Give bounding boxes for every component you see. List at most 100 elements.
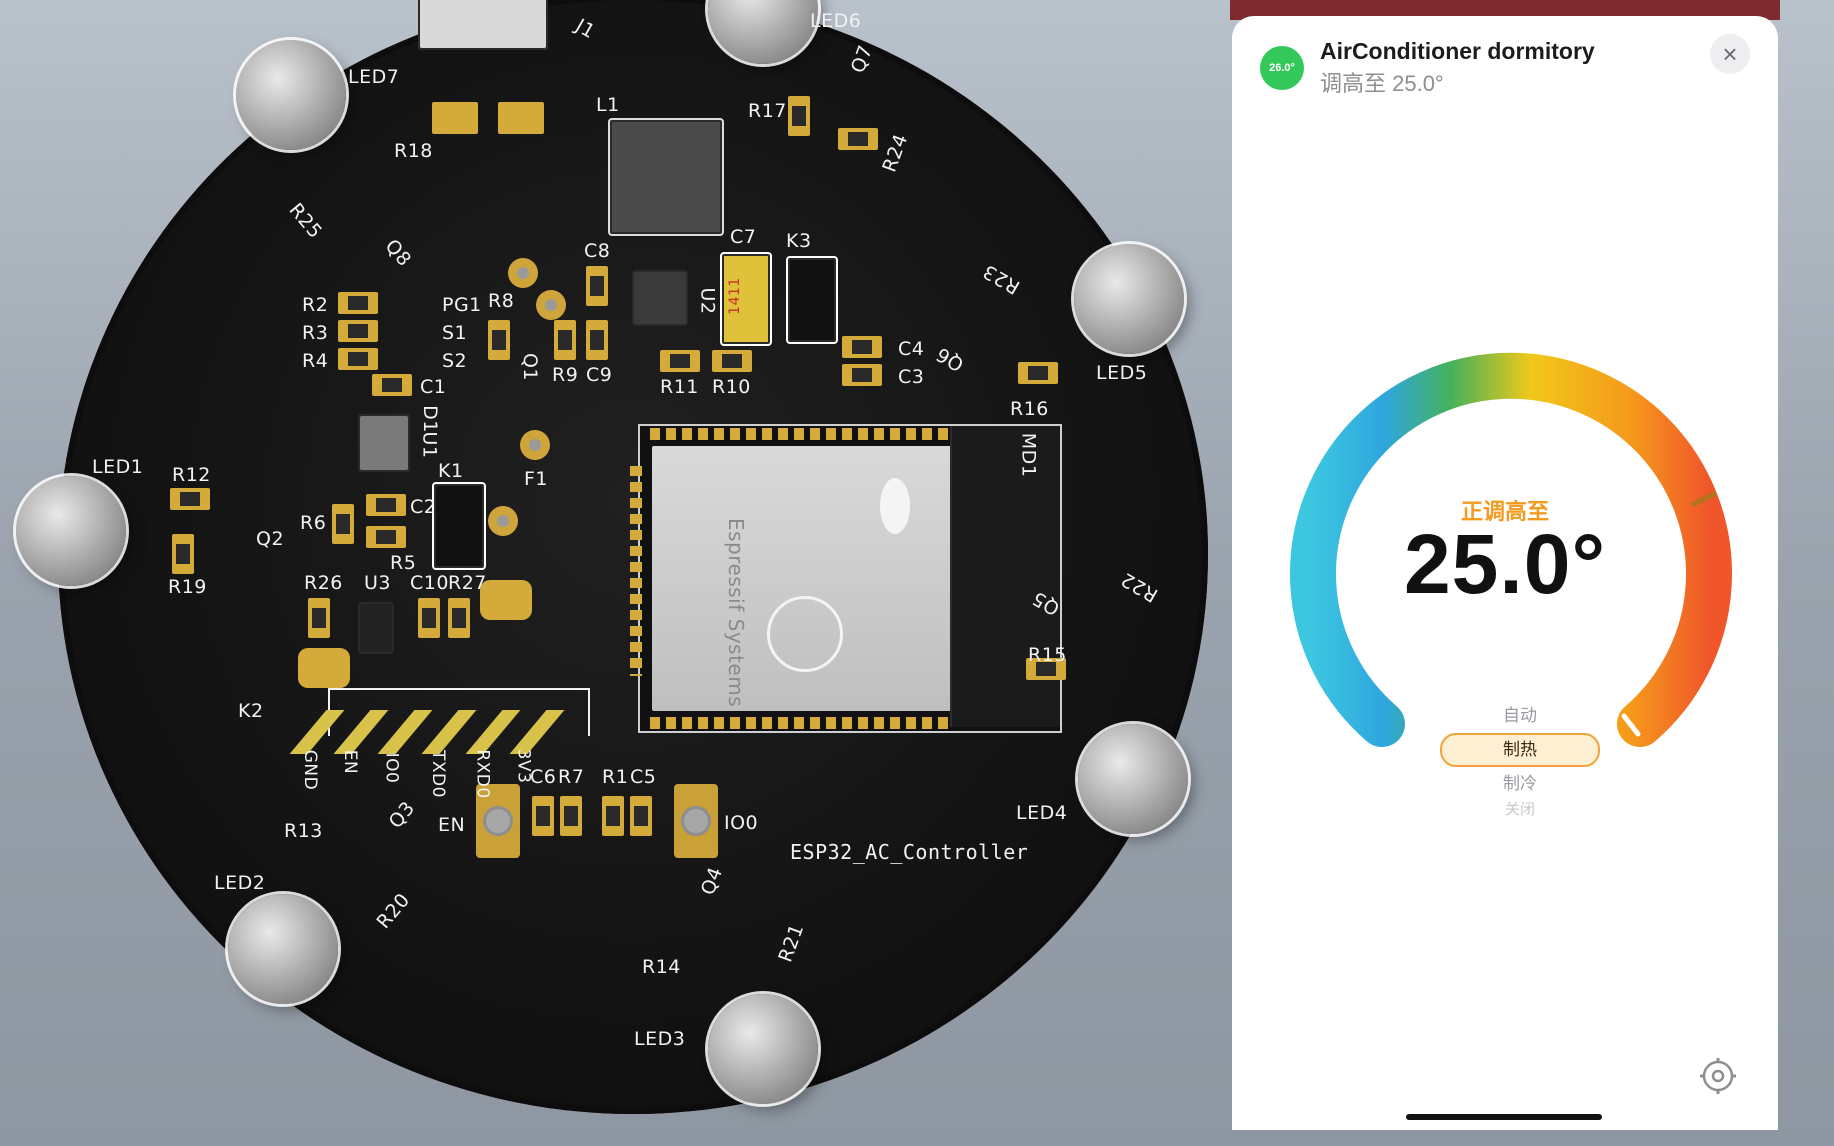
led-2 — [228, 894, 338, 1004]
mode-heat[interactable]: 制热 — [1440, 733, 1600, 767]
resistor — [712, 350, 752, 372]
label-led2: LED2 — [214, 872, 266, 894]
capacitor — [630, 796, 652, 836]
dial-marker — [1691, 491, 1717, 507]
label-r20: R20 — [372, 889, 415, 933]
status-text: 正调高至 — [1460, 499, 1549, 524]
capacitor — [366, 494, 406, 516]
label-io0: IO0 — [724, 812, 759, 834]
resistor — [338, 348, 378, 370]
label-en: EN — [438, 814, 466, 836]
pad — [298, 648, 350, 688]
label-l1: L1 — [596, 94, 620, 116]
label-c9: C9 — [586, 364, 613, 386]
resistor — [1026, 658, 1066, 680]
label-r11: R11 — [660, 376, 699, 398]
label-led6: LED6 — [810, 10, 862, 32]
led-3 — [708, 994, 818, 1104]
label-r19: R19 — [168, 576, 207, 598]
module-antenna — [950, 426, 1060, 727]
label-q3: Q3 — [384, 797, 420, 833]
label-u2: U2 — [696, 287, 719, 315]
label-r13: R13 — [284, 820, 323, 842]
cap-marking: 1411 — [726, 277, 743, 315]
label-c2: C2 — [410, 496, 437, 518]
capacitor — [586, 266, 608, 306]
label-r16: R16 — [1010, 398, 1049, 420]
button-en — [476, 784, 520, 858]
label-r3: R3 — [302, 322, 329, 344]
mode-picker[interactable]: 自动 制热 制冷 关闭 — [1440, 701, 1600, 821]
pin-label-txd0: TXD0 — [427, 750, 448, 798]
resistor — [372, 374, 412, 396]
label-s1: S1 — [442, 322, 468, 344]
resistor — [1018, 362, 1058, 384]
label-led1: LED1 — [92, 456, 144, 478]
mode-off[interactable]: 关闭 — [1504, 801, 1535, 818]
label-r17: R17 — [748, 100, 787, 122]
label-s2: S2 — [442, 350, 468, 372]
dial-thumb[interactable] — [1621, 713, 1641, 737]
label-c1: C1 — [420, 376, 447, 398]
settings-gear-icon[interactable] — [1698, 1056, 1738, 1096]
label-r21: R21 — [774, 920, 809, 966]
label-r18: R18 — [394, 140, 433, 162]
label-j1: J1 — [571, 14, 599, 44]
label-led7: LED7 — [348, 66, 400, 88]
label-r5: R5 — [390, 552, 417, 574]
resistor — [560, 796, 582, 836]
temperature-dial[interactable] — [1282, 336, 1742, 756]
via-hole — [536, 290, 566, 320]
mode-auto[interactable]: 自动 — [1503, 706, 1537, 725]
pad — [498, 102, 544, 134]
cap-c7: 1411 — [720, 252, 772, 346]
capacitor — [842, 364, 882, 386]
label-q4: Q4 — [696, 864, 728, 898]
label-d1: D1 — [418, 405, 441, 433]
jumper-k1 — [432, 482, 486, 570]
resistor — [488, 320, 510, 360]
label-c10: C10 — [410, 572, 449, 594]
dial-arc[interactable] — [1290, 352, 1732, 747]
label-r27: R27 — [448, 572, 487, 594]
ic-u1 — [358, 414, 410, 472]
label-r14: R14 — [642, 956, 681, 978]
label-c8: C8 — [584, 240, 611, 262]
pad — [480, 580, 532, 620]
device-subtitle: 调高至 25.0° — [1320, 71, 1444, 96]
led-6 — [708, 0, 818, 64]
led-1 — [16, 476, 126, 586]
label-r22: R22 — [1117, 567, 1162, 607]
label-q8: Q8 — [380, 235, 416, 271]
label-pg1: PG1 — [442, 294, 482, 316]
capacitor — [532, 796, 554, 836]
close-icon[interactable]: × — [1710, 34, 1750, 74]
label-r23: R23 — [979, 259, 1024, 299]
espressif-logo — [767, 596, 843, 672]
resistor — [788, 96, 810, 136]
device-title: AirConditioner dormitory — [1320, 38, 1595, 64]
label-r8: R8 — [488, 290, 515, 312]
resistor — [170, 488, 210, 510]
resistor — [838, 128, 878, 150]
module-pins-bottom — [650, 717, 950, 729]
home-indicator[interactable] — [1406, 1114, 1602, 1120]
ic-u3 — [358, 602, 394, 654]
pad — [432, 102, 478, 134]
label-r10: R10 — [712, 376, 751, 398]
module-shield: Espressif Systems — [652, 446, 952, 711]
label-q6: Q6 — [932, 342, 968, 376]
capacitor — [842, 336, 882, 358]
target-temperature: 25.0° — [1403, 517, 1607, 611]
label-r26: R26 — [304, 572, 343, 594]
button-io0 — [674, 784, 718, 858]
usb-connector — [418, 0, 548, 50]
wifi-logo — [880, 478, 910, 534]
mode-cool[interactable]: 制冷 — [1503, 774, 1537, 793]
led-5 — [1074, 244, 1184, 354]
ac-control-sheet: 26.0° AirConditioner dormitory 调高至 25.0°… — [1232, 16, 1778, 1130]
via-hole — [520, 430, 550, 460]
module-brand: Espressif Systems — [724, 518, 748, 708]
resistor — [338, 320, 378, 342]
